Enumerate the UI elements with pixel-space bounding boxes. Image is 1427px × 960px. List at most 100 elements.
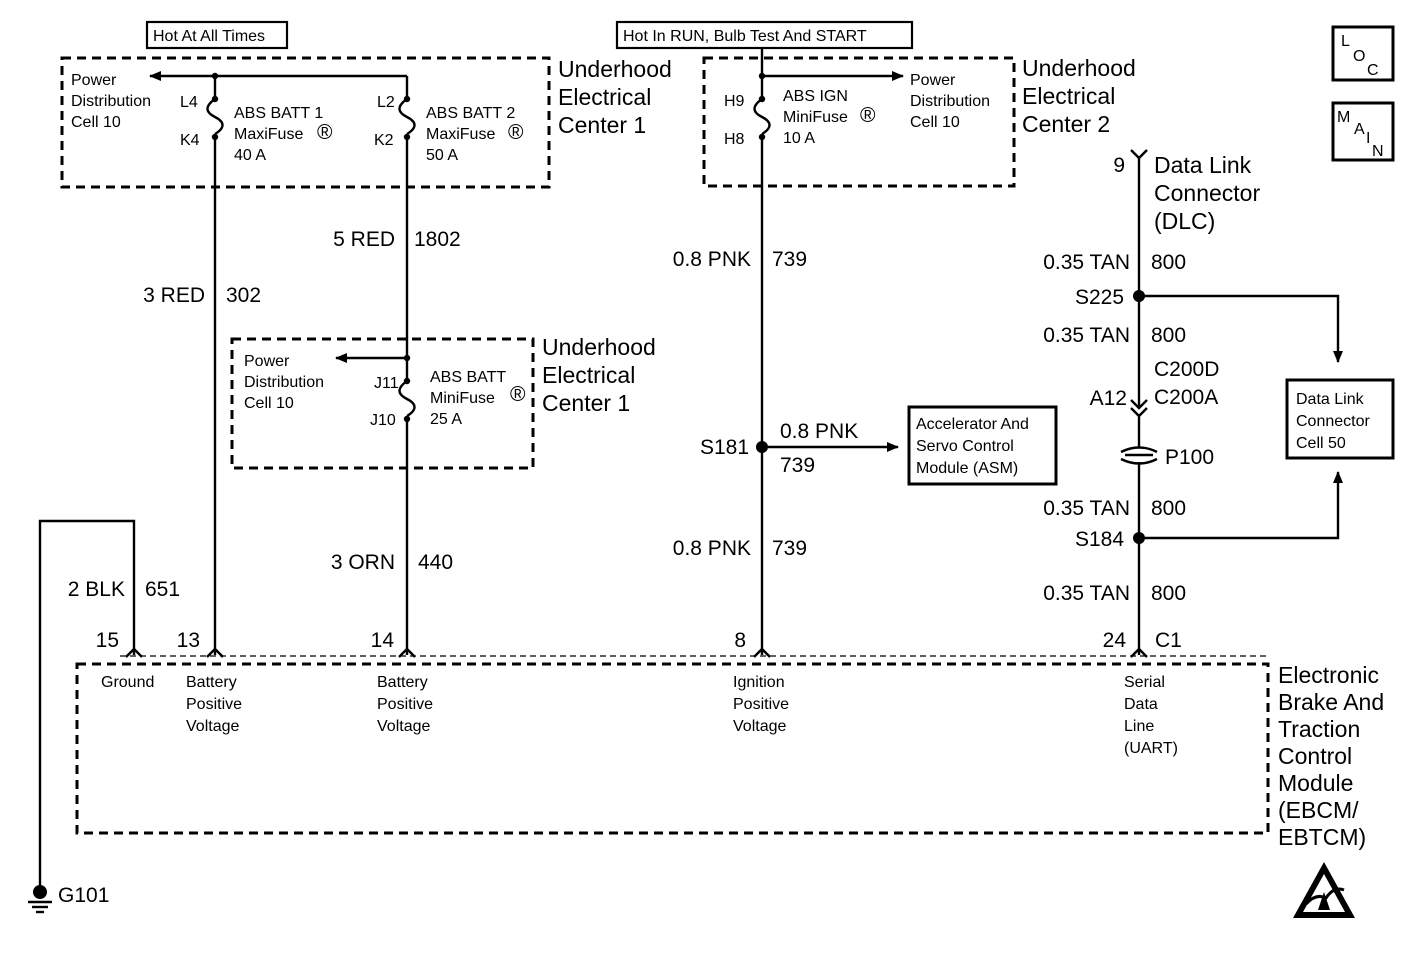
svg-text:J10: J10 [370,412,396,429]
svg-text:3 RED: 3 RED [143,284,205,307]
esd-warning-icon [1293,862,1355,918]
svg-text:Electronic: Electronic [1278,662,1379,688]
wire-651: 2 BLK 651 [38,519,180,886]
svg-text:9: 9 [1113,154,1125,177]
abs-ign-fuse: H9 H8 ABS IGN MiniFuse ® 10 A [724,88,876,148]
svg-text:0.8 PNK: 0.8 PNK [673,248,751,271]
svg-text:Ignition: Ignition [733,674,785,691]
ebcm-pin-8: 8 Ignition Positive Voltage [733,629,789,735]
p100-passthrough: P100 [1120,446,1214,469]
svg-text:S184: S184 [1075,528,1124,551]
ebcm-module: Electronic Brake And Traction Control Mo… [75,629,1384,850]
svg-text:Center 1: Center 1 [542,390,630,416]
svg-text:10 A: 10 A [783,130,815,147]
svg-text:Distribution: Distribution [244,374,324,391]
svg-text:800: 800 [1151,324,1186,347]
svg-text:Ground: Ground [101,674,154,691]
svg-text:800: 800 [1151,251,1186,274]
svg-text:S225: S225 [1075,286,1124,309]
svg-text:25 A: 25 A [430,411,462,428]
svg-text:Power: Power [244,353,290,370]
dlc-connector: 9 Data Link Connector (DLC) [1113,149,1260,234]
svg-text:K2: K2 [374,132,394,149]
svg-text:Electrical: Electrical [558,84,651,110]
svg-text:5 RED: 5 RED [333,228,395,251]
svg-text:40 A: 40 A [234,147,266,164]
svg-text:Voltage: Voltage [186,718,239,735]
svg-text:®: ® [508,121,524,144]
svg-text:0.35 TAN: 0.35 TAN [1043,251,1130,274]
svg-text:Positive: Positive [733,696,789,713]
svg-text:A12: A12 [1090,387,1127,410]
svg-text:14: 14 [371,629,395,652]
svg-text:0.35 TAN: 0.35 TAN [1043,582,1130,605]
svg-text:C200A: C200A [1154,386,1218,409]
svg-text:P100: P100 [1165,446,1214,469]
svg-text:Brake And: Brake And [1278,689,1384,715]
svg-text:ABS BATT 1: ABS BATT 1 [234,105,323,122]
svg-text:Accelerator And: Accelerator And [916,416,1029,433]
wire-739: 0.8 PNK 739 0.8 PNK 739 [673,140,807,655]
svg-text:24: 24 [1103,629,1127,652]
svg-text:Center 2: Center 2 [1022,111,1110,137]
ebcm-pin-24: 24 Serial Data Line (UART) [1103,629,1178,757]
svg-text:0.35 TAN: 0.35 TAN [1043,324,1130,347]
svg-text:0.35 TAN: 0.35 TAN [1043,497,1130,520]
asm-module-box: Accelerator And Servo Control Module (AS… [907,405,1058,486]
ebcm-pin-14: 14 Battery Positive Voltage [371,629,433,735]
svg-text:Module (ASM): Module (ASM) [916,460,1018,477]
svg-text:(DLC): (DLC) [1154,208,1215,234]
svg-text:Data: Data [1124,696,1158,713]
underhood-electrical-center-1-top: Underhood Electrical Center 1 Power Dist… [60,56,672,189]
svg-text:ABS BATT: ABS BATT [430,369,506,386]
svg-text:Module: Module [1278,770,1353,796]
svg-text:Control: Control [1278,743,1352,769]
svg-text:L: L [1341,33,1350,50]
svg-text:739: 739 [772,537,807,560]
svg-text:Electrical: Electrical [542,362,635,388]
svg-text:Positive: Positive [377,696,433,713]
svg-text:1802: 1802 [414,228,461,251]
svg-text:Serial: Serial [1124,674,1165,691]
svg-text:Cell 10: Cell 10 [71,114,121,131]
svg-text:®: ® [860,104,876,127]
main-button[interactable]: M A I N [1331,101,1395,162]
svg-text:Voltage: Voltage [377,718,430,735]
svg-text:Data Link: Data Link [1296,391,1365,408]
underhood-electrical-center-2: Underhood Electrical Center 2 Power Dist… [702,48,1136,188]
svg-text:N: N [1372,143,1384,160]
svg-text:A: A [1354,121,1365,138]
svg-text:0.8 PNK: 0.8 PNK [780,420,858,443]
svg-text:Positive: Positive [186,696,242,713]
svg-text:440: 440 [418,551,453,574]
loc-button[interactable]: L O C [1331,25,1395,82]
svg-text:Underhood: Underhood [542,334,656,360]
wire-1802: 5 RED 1802 [333,140,461,378]
svg-text:739: 739 [780,454,815,477]
svg-text:C: C [1367,62,1379,79]
svg-text:EBTCM): EBTCM) [1278,824,1366,850]
svg-text:Cell 10: Cell 10 [244,395,294,412]
svg-text:Data Link: Data Link [1154,152,1252,178]
svg-text:Battery: Battery [377,674,428,691]
splice-s225: S225 [1075,286,1343,363]
svg-text:800: 800 [1151,582,1186,605]
svg-text:H9: H9 [724,93,745,110]
svg-text:3 ORN: 3 ORN [331,551,395,574]
svg-text:K4: K4 [180,132,200,149]
svg-text:M: M [1337,109,1350,126]
hot-in-run-label: Hot In RUN, Bulb Test And START [615,20,914,50]
ebcm-pin-13: 13 Battery Positive Voltage [177,629,242,735]
splice-s181: S181 0.8 PNK 739 [700,420,899,477]
svg-text:Underhood: Underhood [1022,55,1136,81]
svg-text:®: ® [317,121,333,144]
svg-text:800: 800 [1151,497,1186,520]
svg-text:Electrical: Electrical [1022,83,1115,109]
svg-text:Center 1: Center 1 [558,112,646,138]
ground-g101: G101 [28,884,109,914]
svg-text:2 BLK: 2 BLK [68,578,125,601]
svg-text:8: 8 [734,629,746,652]
svg-text:0.8 PNK: 0.8 PNK [673,537,751,560]
abs-batt-fuse: J11 J10 ABS BATT MiniFuse ® 25 A [370,369,526,429]
svg-text:Hot In RUN, Bulb Test And STAR: Hot In RUN, Bulb Test And START [623,28,867,45]
